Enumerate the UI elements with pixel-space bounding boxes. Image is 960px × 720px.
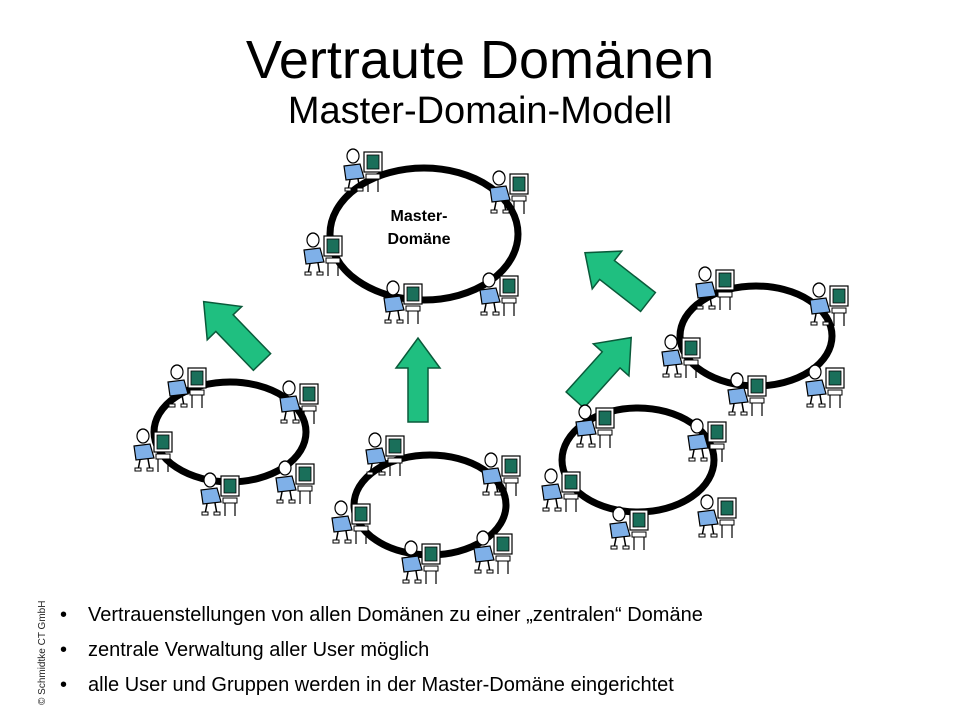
workstation-icon — [279, 380, 319, 425]
workstation-icon — [383, 280, 423, 325]
workstation-icon — [727, 372, 767, 417]
trust-arrow-right — [565, 336, 633, 410]
workstations-left — [133, 364, 319, 517]
trust-arrow-left — [202, 300, 272, 372]
workstation-icon — [275, 460, 315, 505]
master-domain-label-2: Domäne — [387, 231, 450, 248]
workstation-icon — [303, 232, 343, 277]
trust-arrow-center — [394, 336, 442, 423]
trust-arrows — [202, 250, 657, 423]
workstation-icon — [575, 404, 615, 449]
workstation-icon — [541, 468, 581, 513]
copyright-notice: © Schmidtke CT GmbH — [37, 600, 48, 705]
workstation-icon — [401, 540, 441, 585]
bullet-marker: • — [60, 674, 68, 696]
workstation-icon — [479, 272, 519, 317]
bullet-list: • Vertrauenstellungen von allen Domänen z… — [60, 598, 703, 703]
slide-title: Vertraute Domänen — [245, 30, 715, 90]
bullet-item: • Vertrauenstellungen von allen Domänen z… — [60, 598, 703, 633]
master-domain-label: Master- — [391, 208, 448, 225]
bullet-text: Vertrauenstellungen von allen Domänen zu… — [88, 604, 703, 626]
slide-subtitle: Master-Domain-Modell — [287, 90, 673, 132]
bullet-marker: • — [60, 604, 68, 626]
workstation-icon — [805, 364, 845, 409]
title-block: Vertraute Domänen Master-Domain-Modell — [0, 30, 960, 132]
bullet-text: zentrale Verwaltung aller User möglich — [88, 639, 430, 661]
trust-arrow-far-right — [584, 250, 657, 313]
bullet-item: • alle User und Gruppen werden in der Mas… — [60, 668, 703, 703]
master-domain-ring — [326, 164, 522, 304]
bullet-text: alle User und Gruppen werden in der Mast… — [88, 674, 674, 696]
bullet-item: • zentrale Verwaltung aller User möglich — [60, 633, 703, 668]
bullet-marker: • — [60, 639, 68, 661]
workstation-icon — [697, 494, 737, 539]
